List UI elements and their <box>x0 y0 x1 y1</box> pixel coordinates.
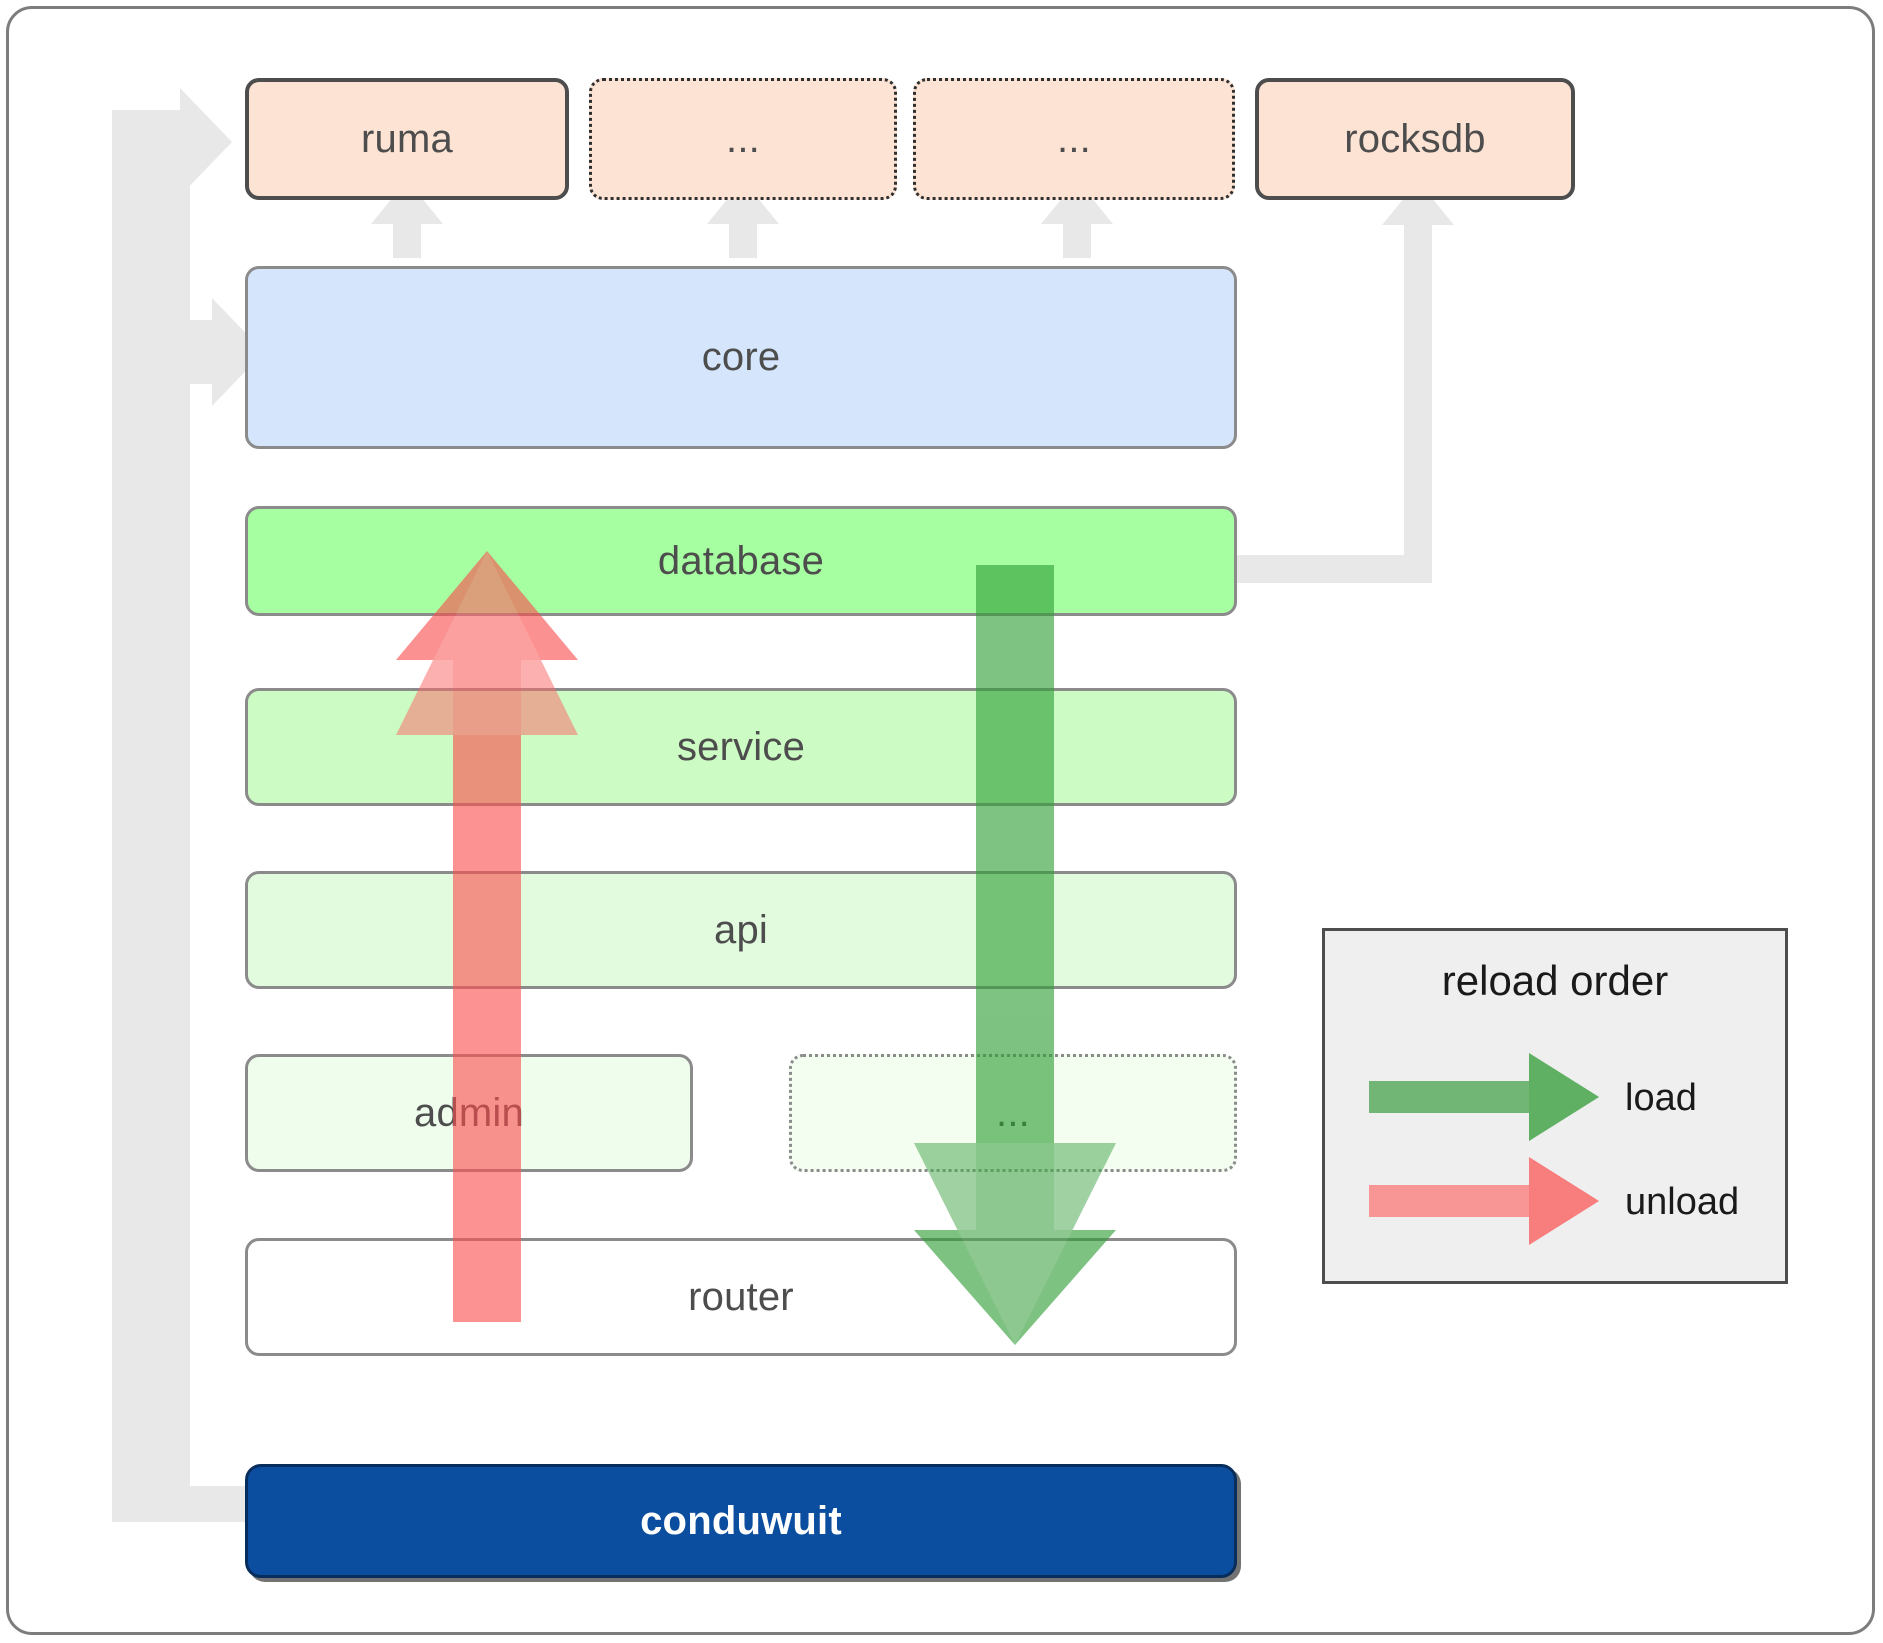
package-box-dots2[interactable]: ... <box>913 78 1235 200</box>
layer-label-dots3: ... <box>996 1090 1030 1135</box>
layer-label-admin: admin <box>414 1090 524 1135</box>
package-label-ruma: ruma <box>361 116 453 161</box>
layer-label-core: core <box>701 335 781 379</box>
layer-label-service: service <box>676 724 806 769</box>
layer-box-dots3[interactable]: ... <box>789 1054 1237 1172</box>
legend-box: reload order load unload <box>1322 928 1788 1284</box>
diagram-frame <box>6 6 1875 1635</box>
layer-label-api: api <box>714 907 768 952</box>
legend-title: reload order <box>1441 957 1669 1004</box>
package-label-dots1: ... <box>726 116 760 161</box>
package-box-dots1[interactable]: ... <box>589 78 897 200</box>
package-label-rocksdb: rocksdb <box>1344 116 1486 161</box>
layer-box-core[interactable]: core <box>245 266 1237 449</box>
package-label-dots2: ... <box>1057 116 1091 161</box>
layer-box-database[interactable]: database <box>245 506 1237 616</box>
root-label-conduwuit: conduwuit <box>640 1498 842 1543</box>
package-box-ruma[interactable]: ruma <box>245 78 569 200</box>
layer-box-api[interactable]: api <box>245 871 1237 989</box>
layer-box-service[interactable]: service <box>245 688 1237 806</box>
layer-label-database: database <box>657 538 825 583</box>
legend-label-unload: unload <box>1625 1181 1740 1223</box>
legend-label-load: load <box>1625 1077 1697 1119</box>
legend-arrow-load <box>1369 1053 1599 1141</box>
layer-box-router[interactable]: router <box>245 1238 1237 1356</box>
package-box-rocksdb[interactable]: rocksdb <box>1255 78 1575 200</box>
layer-box-admin[interactable]: admin <box>245 1054 693 1172</box>
root-box-conduwuit[interactable]: conduwuit <box>245 1464 1237 1578</box>
legend-arrow-unload <box>1369 1157 1599 1245</box>
layer-label-router: router <box>688 1274 794 1319</box>
